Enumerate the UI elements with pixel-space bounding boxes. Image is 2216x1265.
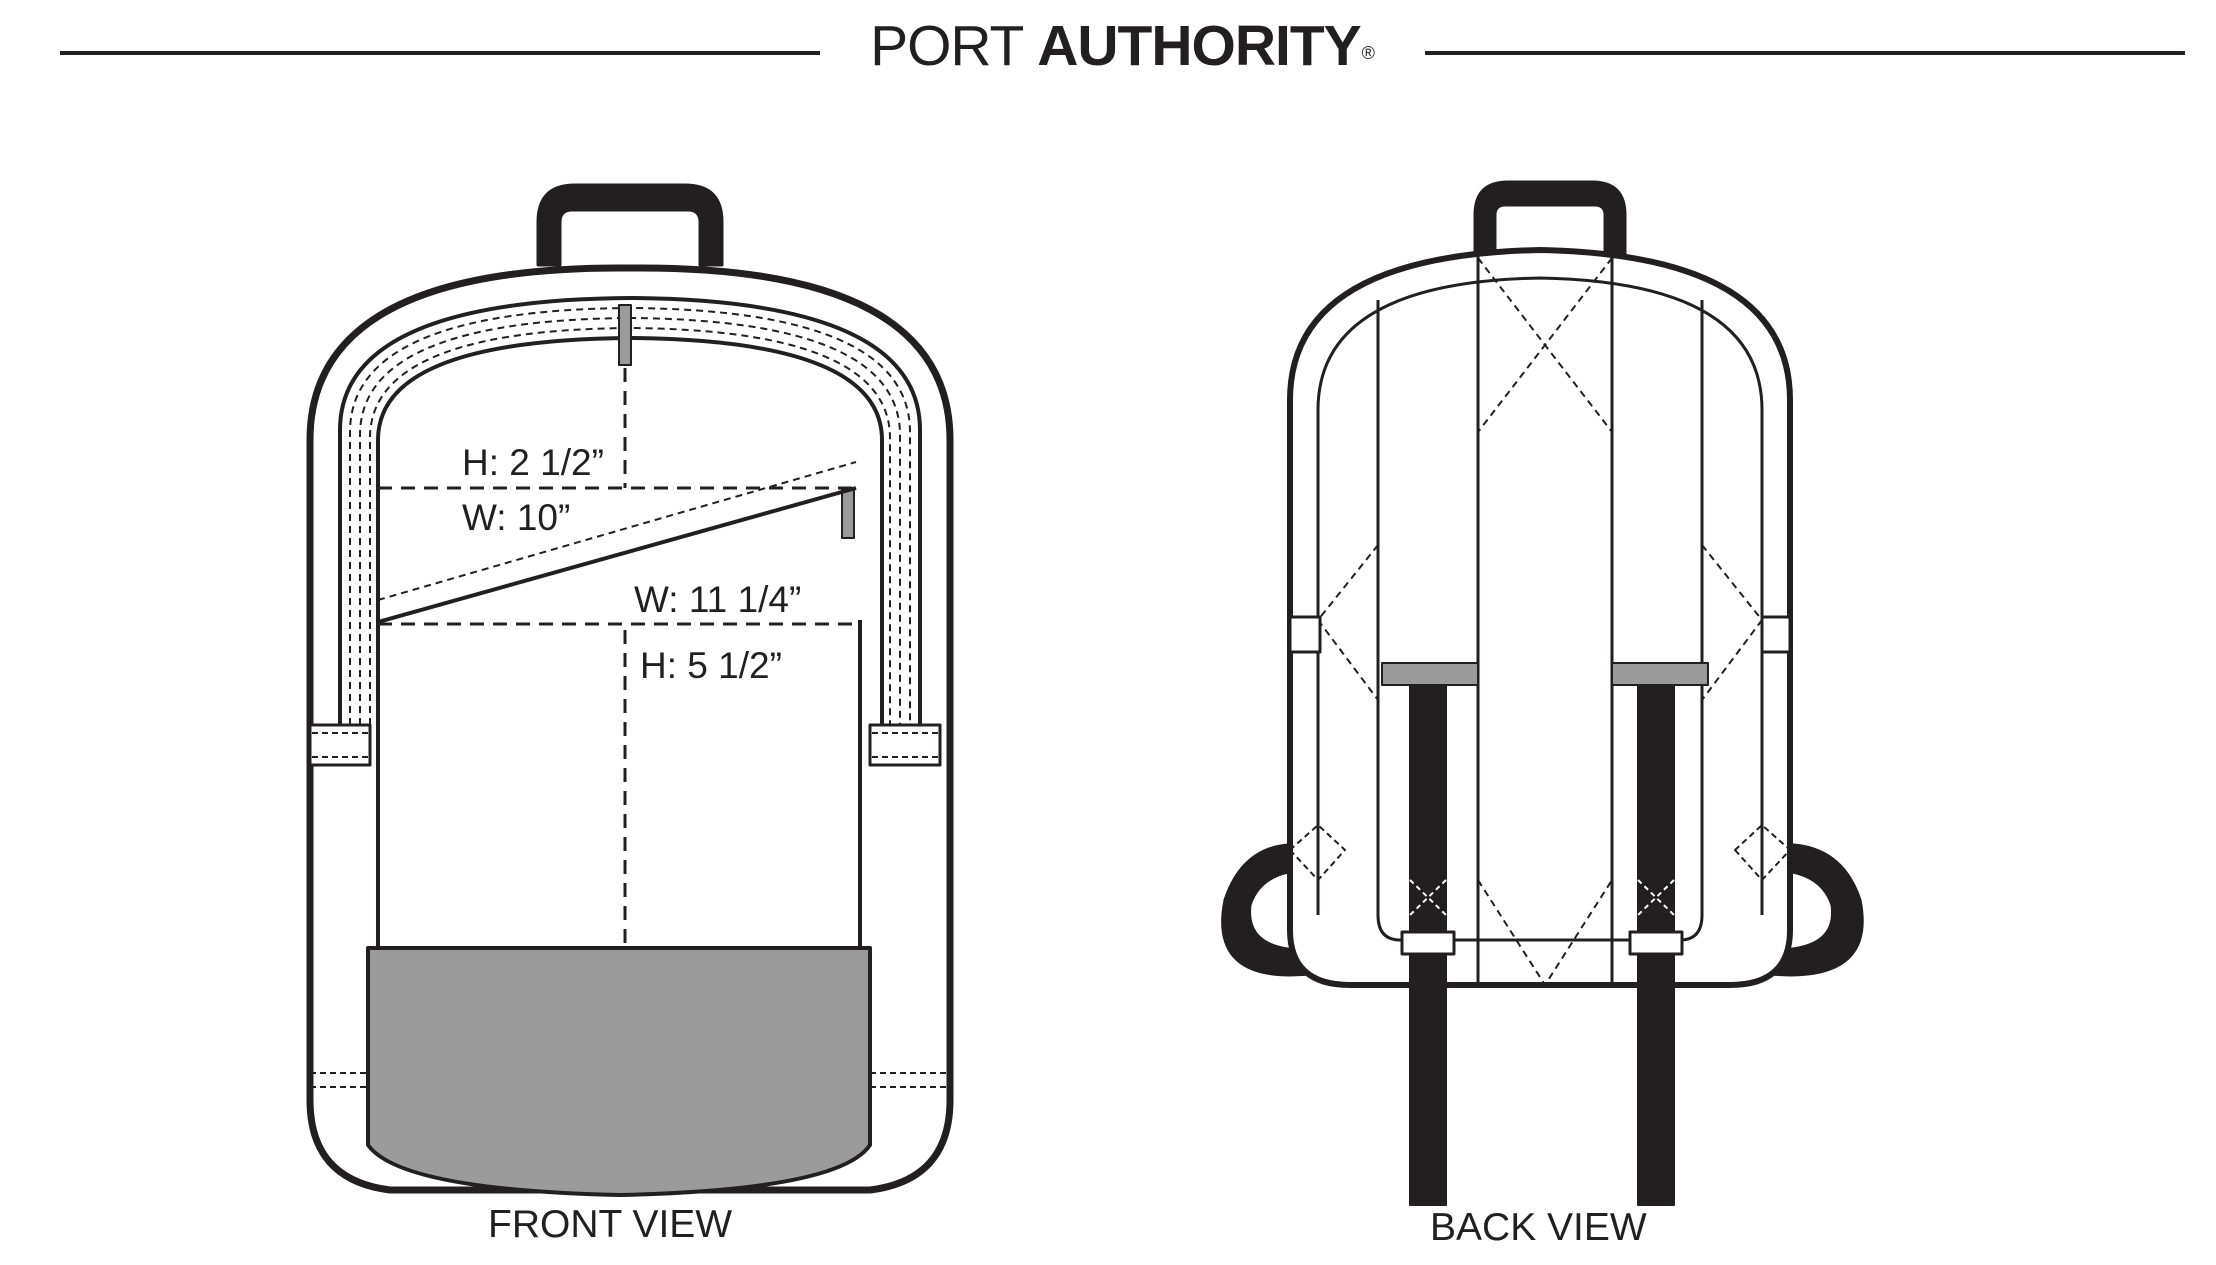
brand-logo-bold: AUTHORITY [1037,14,1361,78]
back-side-tab-right [1760,615,1792,654]
front-main-panel [376,620,862,948]
header: PORT AUTHORITY® [0,0,2216,110]
front-zipper-pull-top [618,304,632,366]
back-webbing-bar-left [1381,662,1479,686]
front-top-handle [536,183,724,267]
front-diagonal-pocket-stitch [377,461,857,601]
dim-label-front-pocket-height: H: 5 1/2” [640,645,782,686]
front-view-drawing [306,183,954,1197]
back-buckle-left [1400,930,1456,956]
back-buckle-right [1628,930,1684,956]
back-top-handle [1473,180,1627,257]
back-view-drawing [1221,180,1864,1206]
dim-label-top-pocket-height: H: 2 1/2” [462,442,604,483]
front-diagonal-pocket-zipper [377,486,857,624]
back-body-outline [1287,247,1793,988]
front-side-tab-left [308,723,372,767]
back-side-tab-left [1288,615,1322,654]
front-base-panel [366,946,872,1197]
back-webbing-bar-right [1611,662,1709,686]
dim-label-top-pocket-width: W: 10” [462,497,570,538]
back-padding-panel [1376,300,1704,942]
front-zipper-arch-outer [338,296,922,725]
brand-logo-light: PORT [870,14,1038,78]
front-zipper-pull-side [841,487,855,539]
front-side-tab-right [868,723,942,767]
brand-logo: PORT AUTHORITY® [852,12,1392,87]
header-rule-left [60,51,820,55]
back-body-inner [1316,276,1764,915]
front-view-label: FRONT VIEW [488,1203,733,1246]
dim-label-front-pocket-width: W: 11 1/4” [634,579,801,620]
back-view-label: BACK VIEW [1430,1206,1647,1249]
header-rule-right [1425,51,2185,55]
registered-mark: ® [1361,43,1375,63]
